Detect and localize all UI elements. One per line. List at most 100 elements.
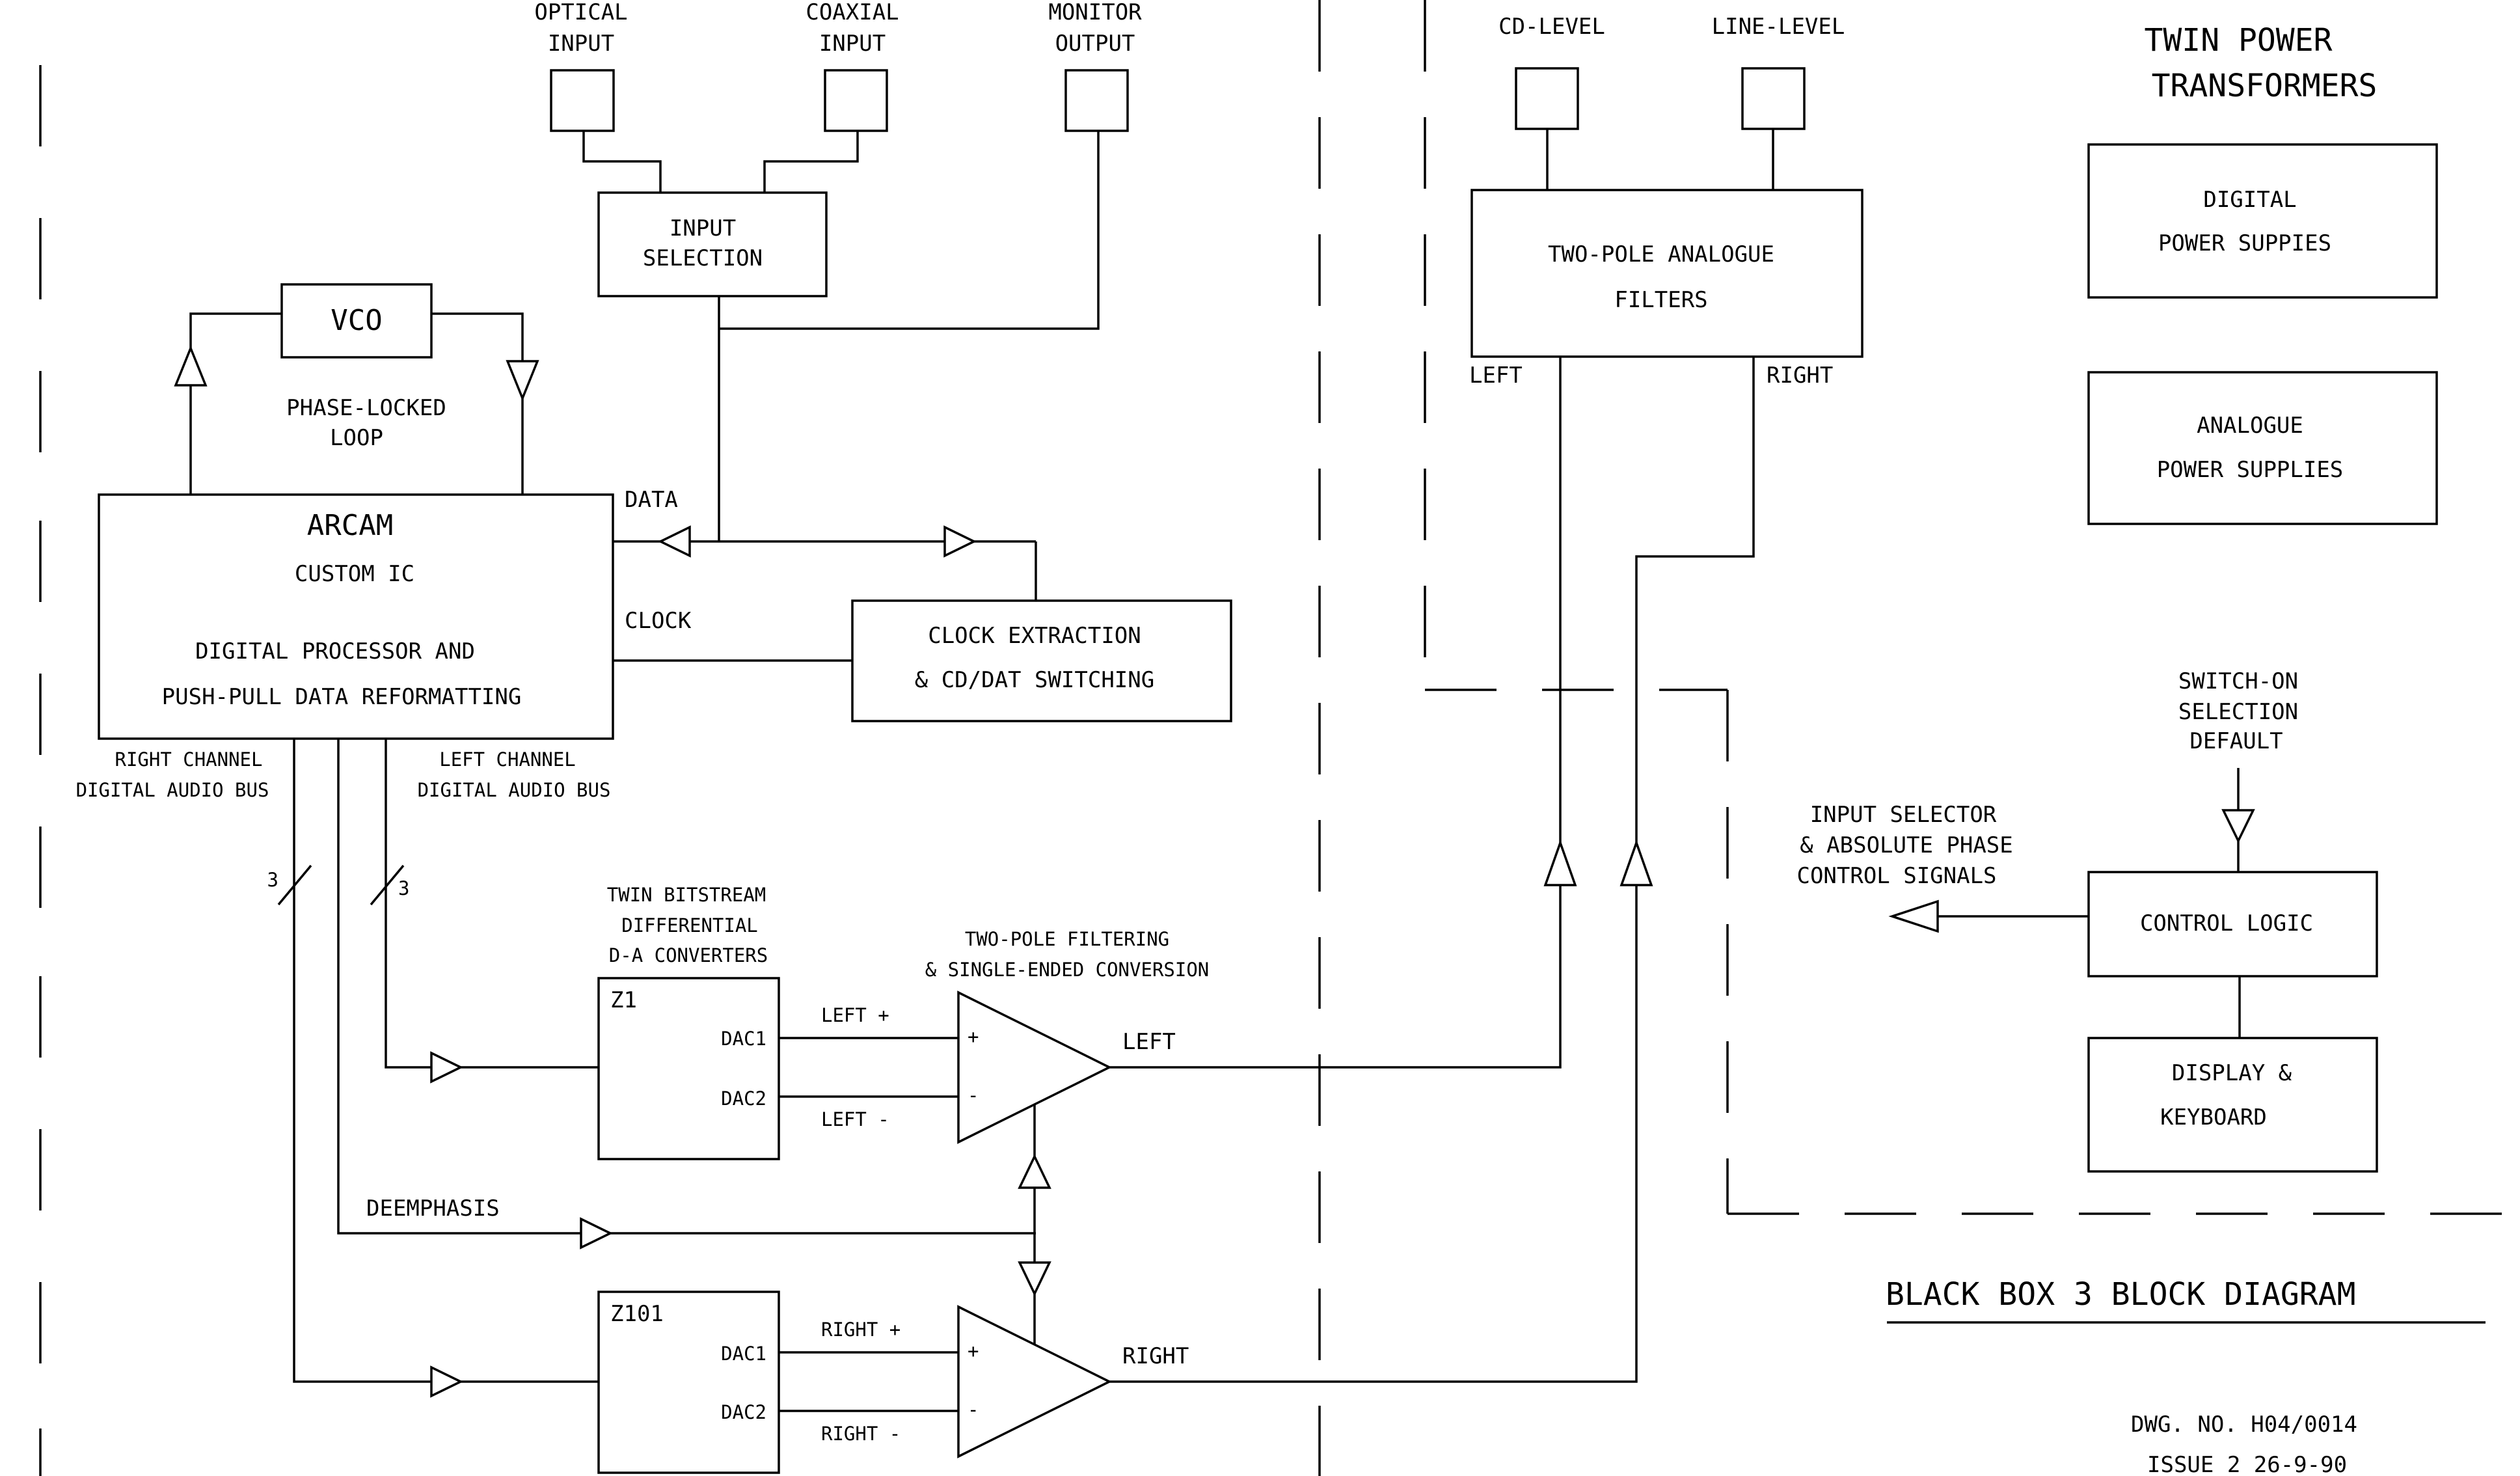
- analogue-filters-label-2: FILTERS: [1614, 287, 1707, 313]
- title-block: BLACK BOX 3 BLOCK DIAGRAM DWG. NO. H04/0…: [1886, 1276, 2486, 1476]
- right-minus-label: RIGHT -: [821, 1423, 901, 1445]
- display-label: DISPLAY &: [2172, 1060, 2292, 1086]
- filter-right-label: RIGHT: [1767, 362, 1833, 389]
- left-return-arrow: [1543, 839, 1577, 886]
- deemphasis-up-arrow: [1018, 1153, 1051, 1189]
- right-output-label: RIGHT: [1122, 1343, 1189, 1369]
- digital-processor-label: DIGITAL PROCESSOR AND: [195, 638, 475, 664]
- switch-on-label-2: SELECTION: [2178, 699, 2298, 725]
- coaxial-input-label-2: INPUT: [819, 31, 886, 57]
- z101-label: Z101: [610, 1301, 664, 1327]
- left-bus-label-1: LEFT CHANNEL: [439, 748, 576, 771]
- arcam-label: ARCAM: [307, 509, 393, 542]
- dac-group-label-2: DIFFERENTIAL: [621, 914, 758, 936]
- data-label: DATA: [625, 487, 678, 513]
- input-selection-block: INPUT SELECTION: [597, 191, 828, 297]
- power-title-2: TRANSFORMERS: [2152, 68, 2378, 104]
- custom-ic-label: CUSTOM IC: [295, 561, 414, 587]
- input-wiring: [582, 131, 1100, 541]
- pll-label-1: PHASE-LOCKED: [286, 395, 446, 421]
- right-amplifier: + - RIGHT + RIGHT - RIGHT: [779, 1305, 1189, 1458]
- right-bus-arrow: [430, 1365, 463, 1398]
- dac-group-label-3: D-A CONVERTERS: [609, 944, 768, 966]
- analogue-power-label-1: ANALOGUE: [2197, 413, 2303, 439]
- analogue-filters-block: TWO-POLE ANALOGUE FILTERS LEFT RIGHT: [1469, 189, 1863, 389]
- line-level-connector: LINE-LEVEL: [1712, 14, 1845, 190]
- digital-power-label-1: DIGITAL: [2203, 187, 2296, 213]
- switch-on-arrow: [2221, 809, 2255, 843]
- deemphasis-down-arrow: [1018, 1261, 1051, 1297]
- digital-power-box: [2087, 143, 2438, 299]
- data-arrow-left: [658, 525, 691, 558]
- analogue-power-box: [2087, 371, 2438, 525]
- left-plus-label: LEFT +: [821, 1004, 889, 1026]
- pll-arrow-up: [174, 345, 208, 387]
- optical-input-label-2: INPUT: [548, 31, 614, 57]
- cd-level-connector: CD-LEVEL: [1498, 14, 1605, 190]
- left-minus-label: LEFT -: [821, 1108, 889, 1130]
- deemphasis-label: DEEMPHASIS: [366, 1196, 500, 1222]
- line-level-label: LINE-LEVEL: [1712, 14, 1845, 40]
- vco-block: VCO: [280, 283, 433, 359]
- section-boundaries: [1318, 0, 2520, 1476]
- dac-group-labels: TWIN BITSTREAM DIFFERENTIAL D-A CONVERTE…: [607, 884, 768, 966]
- analogue-power-label-2: POWER SUPPLIES: [2157, 457, 2344, 483]
- z1-dac-block: Z1 DAC1 DAC2: [597, 977, 780, 1160]
- input-selection-label-1: INPUT: [670, 215, 736, 241]
- data-arrow-right: [943, 525, 977, 558]
- dac-group-label-1: TWIN BITSTREAM: [607, 884, 766, 906]
- clock-extraction-block: CLOCK EXTRACTION & CD/DAT SWITCHING: [851, 599, 1232, 722]
- issue-number: ISSUE 2 26-9-90: [2147, 1452, 2347, 1476]
- clock-extraction-label-2: & CD/DAT SWITCHING: [915, 667, 1154, 693]
- deemphasis-arrow: [580, 1217, 613, 1250]
- drawing-number: DWG. NO. H04/0014: [2131, 1412, 2357, 1438]
- z1-dac2-label: DAC2: [721, 1087, 766, 1110]
- left-bus-width: 3: [398, 877, 409, 899]
- selector-signals-arrow: [1888, 899, 1939, 933]
- filtering-group-labels: TWO-POLE FILTERING & SINGLE-ENDED CONVER…: [925, 928, 1210, 981]
- pll-label-2: LOOP: [330, 425, 383, 451]
- power-title-1: TWIN POWER: [2145, 22, 2333, 59]
- analogue-filters-label-1: TWO-POLE ANALOGUE: [1548, 241, 1774, 267]
- optical-input-connector: OPTICAL INPUT: [534, 0, 628, 132]
- left-bus-arrow: [430, 1051, 463, 1084]
- coaxial-input-label-1: COAXIAL: [806, 0, 899, 25]
- right-amp-minus: -: [968, 1399, 979, 1421]
- filtering-label-1: TWO-POLE FILTERING: [965, 928, 1169, 950]
- optical-input-label-1: OPTICAL: [534, 0, 627, 25]
- selector-signals-label-3: CONTROL SIGNALS: [1796, 863, 1996, 889]
- left-output-label: LEFT: [1122, 1029, 1176, 1055]
- selector-signals-label-2: & ABSOLUTE PHASE: [1800, 832, 2013, 858]
- clock-extraction-label-1: CLOCK EXTRACTION: [928, 623, 1141, 649]
- z101-dac1-label: DAC1: [721, 1343, 766, 1365]
- analogue-output-wiring: [1109, 357, 1755, 1383]
- vco-label: VCO: [331, 304, 382, 337]
- input-selection-label-2: SELECTION: [643, 245, 763, 271]
- push-pull-label: PUSH-PULL DATA REFORMATTING: [162, 684, 522, 710]
- monitor-output-connector: MONITOR OUTPUT: [1048, 0, 1142, 132]
- pll-arrow-down: [506, 360, 539, 402]
- left-amplifier: + - LEFT + LEFT - LEFT: [779, 991, 1176, 1144]
- deemphasis-amp-link: [1018, 1104, 1051, 1344]
- bus-wiring: 3 DEEMPHASIS 3: [267, 739, 1036, 1398]
- clock-label: CLOCK: [625, 608, 692, 634]
- left-amp-minus: -: [968, 1084, 979, 1106]
- right-amp-plus: +: [968, 1340, 979, 1362]
- diagram-title: BLACK BOX 3 BLOCK DIAGRAM: [1886, 1276, 2355, 1313]
- power-supply-section: TWIN POWER TRANSFORMERS DIGITAL POWER SU…: [2087, 22, 2438, 525]
- filter-left-label: LEFT: [1469, 362, 1523, 389]
- keyboard-label: KEYBOARD: [2160, 1104, 2267, 1130]
- pll-loop: PHASE-LOCKED LOOP: [174, 312, 539, 495]
- switch-on-label-1: SWITCH-ON: [2178, 668, 2298, 694]
- right-plus-label: RIGHT +: [821, 1319, 901, 1341]
- arcam-custom-ic-block: ARCAM CUSTOM IC DIGITAL PROCESSOR AND PU…: [98, 493, 614, 740]
- data-clock-wiring: DATA CLOCK: [613, 487, 1037, 662]
- monitor-output-label-2: OUTPUT: [1055, 31, 1135, 57]
- z101-dac2-label: DAC2: [721, 1401, 766, 1423]
- left-bus-label-2: DIGITAL AUDIO BUS: [418, 779, 611, 801]
- z1-dac1-label: DAC1: [721, 1028, 766, 1050]
- right-bus-width: 3: [267, 869, 278, 891]
- control-section: SWITCH-ON SELECTION DEFAULT CONTROL LOGI…: [1796, 668, 2378, 1173]
- bus-labels: RIGHT CHANNEL DIGITAL AUDIO BUS LEFT CHA…: [76, 748, 611, 801]
